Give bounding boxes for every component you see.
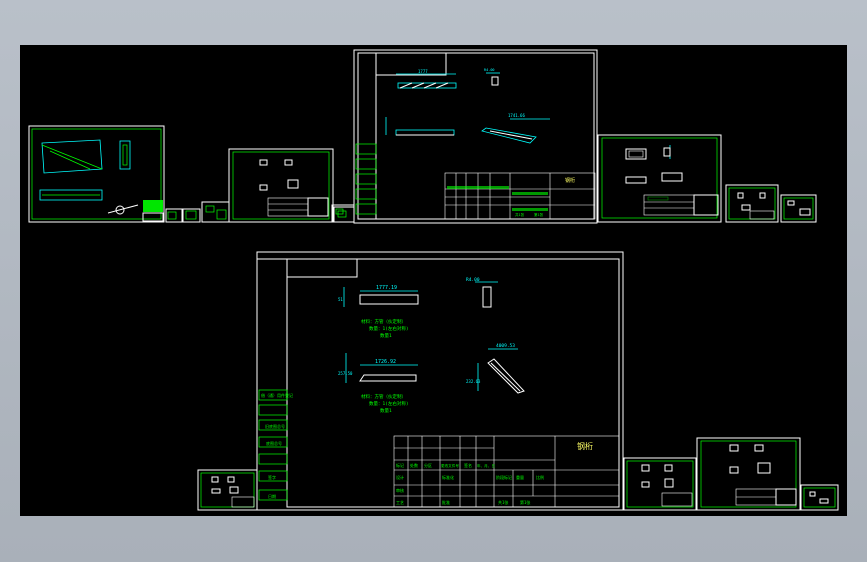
note-mid-2: 数量：1(左右对称): [369, 400, 409, 407]
title-block-name-upper: 钢桁: [565, 177, 575, 184]
title-footer-1: 共1张: [515, 212, 525, 217]
title-weight: 重量: [516, 474, 524, 480]
title-cell-4: 签名: [464, 462, 472, 468]
title-cell-5: 年、月、日: [477, 463, 495, 468]
drawing-sheet-overview: [28, 125, 165, 223]
title-cell-2: 分区: [424, 462, 432, 468]
drawing-sheet-small-2: [331, 204, 355, 223]
part-angled: 4009.53 232.63: [466, 343, 525, 394]
title-sheet-count: 共1张: [498, 499, 508, 505]
title-stage: 阶段标记: [496, 474, 512, 480]
title-block-name: 钢桁: [577, 441, 593, 451]
title-sheet-no: 第1张: [520, 499, 530, 505]
note-top-3: 数量1: [380, 332, 392, 339]
dim-top-length: 1777.19: [376, 285, 397, 291]
note-top-1: 材料：方管（伙定制）: [361, 318, 406, 325]
drawing-sheet-main-upper: 1777 R4.00 1741.66 钢桁 共1张 第1张: [353, 49, 598, 224]
cad-model-space[interactable]: 1777 R4.00 1741.66 钢桁 共1张 第1张: [20, 45, 847, 516]
title-approve: 批准: [442, 499, 450, 505]
drawing-sheet-lower-left: [197, 469, 258, 511]
side-label-6: 签字: [268, 474, 276, 480]
dim-b-label: R4.00: [484, 68, 495, 72]
dim-angle-h: 232.63: [466, 379, 481, 384]
note-mid-1: 材料：方管（伙定制）: [361, 393, 406, 400]
title-block: 钢桁 标记 处数 分区 更改文件号 签名 年、月、日 设计 标准化 阶段标记 重…: [393, 435, 620, 508]
part-profile: R4.00: [466, 277, 498, 308]
drawing-sheet-lower-right-2: [696, 437, 801, 511]
side-label-4: 底图总号: [266, 440, 282, 446]
drawing-sheet-main-lower: 借（通）用件登记 旧底图总号 底图总号 签字 日期 1777.19 51 材料：…: [256, 251, 624, 511]
note-top-2: 数量：1(左右对称): [369, 325, 409, 332]
drawing-sheet-5: [725, 184, 817, 223]
title-cell-3: 更改文件号: [441, 463, 459, 468]
side-label-8: 日期: [268, 493, 276, 499]
drawing-sheet-4: [597, 134, 722, 223]
dim-top-height: 51: [338, 297, 343, 302]
side-label-2: 旧底图总号: [265, 423, 285, 429]
note-mid-3: 数量1: [380, 407, 392, 414]
dim-a-label: 1777: [418, 69, 428, 74]
part-top-bar: 1777.19 51 材料：方管（伙定制） 数量：1(左右对称) 数量1: [338, 285, 419, 339]
title-review: 审核: [396, 487, 404, 493]
drawing-sheet-lower-right-3: [800, 484, 839, 511]
title-cell-1: 处数: [410, 462, 418, 468]
title-cell-0: 标记: [396, 462, 404, 468]
title-scale: 比例: [536, 474, 544, 480]
part-mid-bar: 1726.92 257.50 材料：方管（伙定制） 数量：1(左右对称) 数量1: [338, 353, 418, 414]
drawing-sheet-small-1: [165, 201, 230, 223]
dim-mid-height: 257.50: [338, 371, 353, 376]
title-footer-2: 第1张: [534, 212, 544, 217]
dim-c-label: 1741.66: [508, 113, 525, 118]
dim-mid-length: 1726.92: [375, 359, 396, 365]
dim-angle-len: 4009.53: [496, 343, 515, 349]
side-label-0: 借（通）用件登记: [261, 392, 293, 398]
drawing-sheet-2: [228, 148, 355, 223]
title-design: 设计: [396, 474, 404, 480]
drawing-canvas: 1777 R4.00 1741.66 钢桁 共1张 第1张: [28, 49, 839, 511]
title-process: 工艺: [396, 500, 404, 505]
title-standard: 标准化: [442, 474, 454, 480]
dim-side: R4.00: [466, 277, 480, 283]
drawing-sheet-lower-right-1: [623, 457, 697, 511]
side-label-column: 借（通）用件登记 旧底图总号 底图总号 签字 日期: [258, 389, 293, 501]
